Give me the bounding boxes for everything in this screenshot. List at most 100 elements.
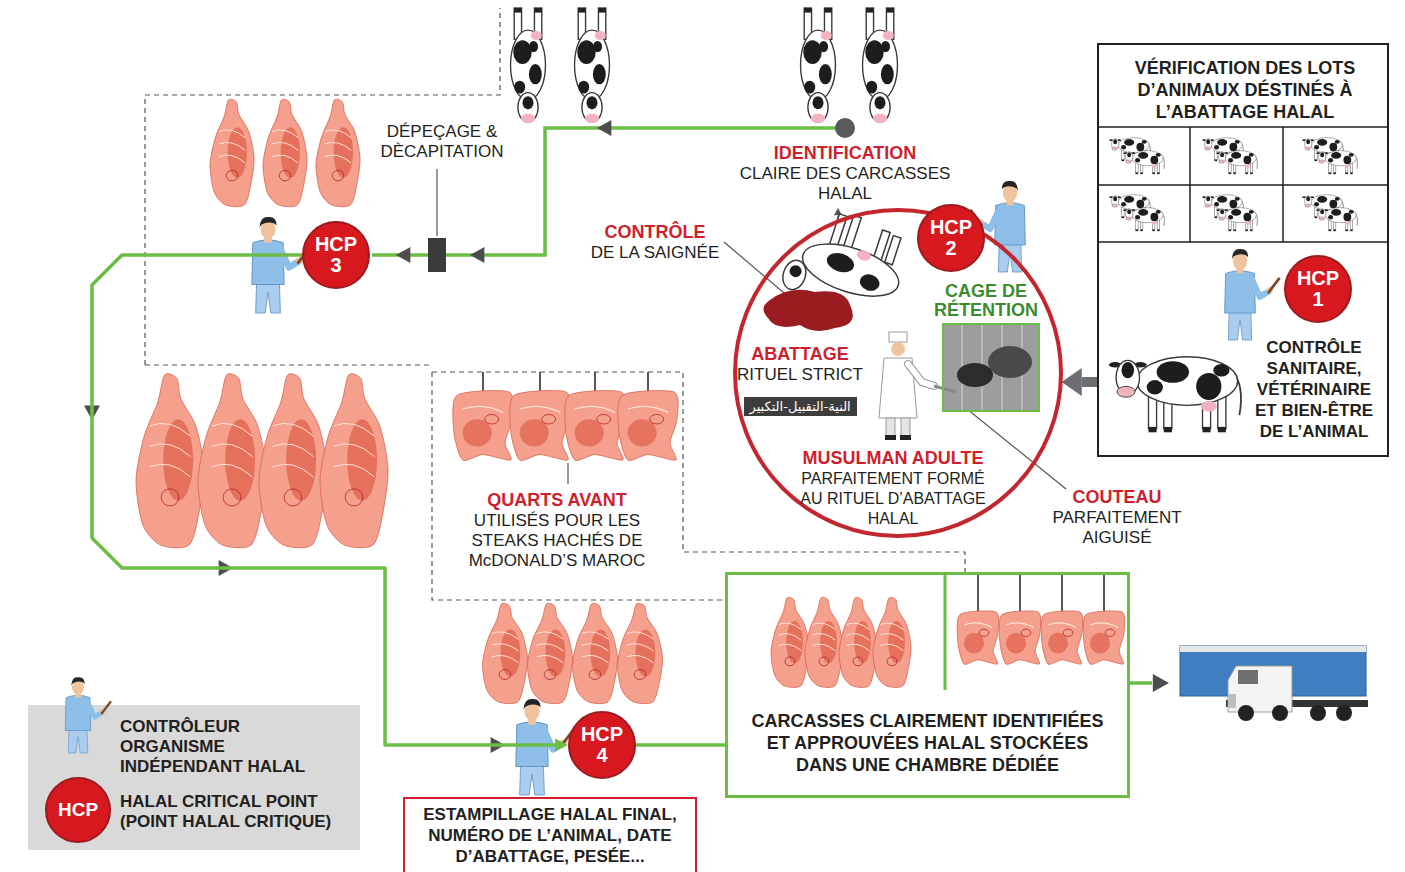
carcass-rib [779, 644, 802, 651]
cow-patch [1150, 213, 1158, 221]
cow-head-patch [1206, 196, 1210, 201]
meat-carcass [617, 603, 662, 703]
quarter-stamp [485, 414, 499, 424]
carcass-rib [847, 623, 870, 630]
carcass-body [805, 597, 843, 687]
cow-patch [1217, 196, 1227, 203]
node-text: CAGE DE RÉTENTION [930, 282, 1042, 320]
cow-head [1112, 196, 1119, 207]
cow-head [1219, 209, 1226, 220]
label-slot: HCP [48, 799, 108, 821]
label-slot: IDENTIFICATION [735, 142, 955, 164]
cow-patch [1214, 145, 1219, 149]
cow-udder [856, 249, 872, 263]
cow-udder [595, 31, 606, 40]
cow-patch [1317, 139, 1327, 146]
ritual-words-box: النية-التقبيل-التكبير [744, 397, 857, 416]
node-text: CONTRÔLE SANITAIRE, VÉTÉRINAIRE ET BIEN-… [1249, 337, 1379, 442]
cow-hoof [1229, 172, 1232, 174]
text-slot: RITUEL STRICT [725, 365, 875, 385]
carcass-rib [881, 623, 904, 630]
cow-muzzle [1219, 160, 1225, 163]
cow-patch [865, 40, 883, 64]
cow-patch [1147, 380, 1163, 394]
quarter-fat [964, 623, 992, 628]
node-text: PARFAITEMENT FORMÉ AU RITUEL D’ABATTAGE … [793, 469, 993, 529]
carcass-stamp [544, 670, 556, 680]
cow-patch [1124, 196, 1134, 203]
hcp-label: HCP 4 [576, 724, 628, 766]
meat-carcass [136, 374, 204, 548]
meat-carcass [210, 99, 254, 206]
carcass-rib [219, 142, 245, 150]
cow-patch [819, 41, 828, 52]
cow-hoof [598, 8, 605, 13]
cow-hoof [1229, 229, 1232, 231]
group-outline [145, 364, 432, 365]
cow-udder [1245, 164, 1250, 167]
cow-hoof [1122, 159, 1125, 161]
grid-line [1098, 127, 1388, 242]
label-text: PARFAITEMENT AIGUISÉ [1047, 508, 1187, 548]
quarter-fat [1006, 623, 1034, 628]
carcass-lean [347, 419, 377, 501]
text-slot: CAGE DE RÉTENTION [930, 282, 1042, 320]
carcass-rib [212, 464, 253, 477]
cow [1109, 357, 1241, 433]
carcass-stamp [499, 670, 511, 680]
hcp-disc [303, 222, 369, 288]
meat-carcass [572, 603, 617, 703]
carcass-rib [582, 655, 609, 662]
flow-arrowhead [396, 247, 410, 263]
cow-hoof [1218, 427, 1226, 432]
hanging-cow [511, 8, 546, 123]
truck-window [1238, 670, 1258, 684]
carcass-rib [212, 444, 253, 457]
quarter-fat [1090, 623, 1118, 628]
cow-hoof [1215, 216, 1218, 218]
cow-hoof [1345, 229, 1348, 231]
cow-head-patch [812, 96, 823, 109]
cow-head-patch [1206, 139, 1210, 144]
cow-head [1205, 196, 1212, 207]
cow-udder [1152, 221, 1157, 224]
cow-muzzle [1112, 147, 1118, 150]
cow-head-patch [1113, 139, 1117, 144]
figure-hair [71, 677, 85, 685]
cow-patch [1229, 200, 1237, 208]
meat-carcass [527, 603, 572, 703]
cow-patch [1235, 197, 1240, 201]
caged-cow-head [957, 363, 993, 387]
meat-carcass [198, 374, 266, 548]
text-slot: MUSULMAN ADULTE [783, 447, 1003, 469]
butcher-boot [900, 435, 911, 440]
room-divider [944, 575, 947, 690]
cow-hoof [804, 8, 811, 13]
meat-carcass [320, 374, 388, 548]
cow-hoof [1350, 172, 1353, 174]
flow-arrowhead [1153, 674, 1169, 692]
cow-head [870, 93, 890, 122]
carcass-rib [150, 464, 191, 477]
cow-patch [1121, 145, 1126, 149]
truck-trailer-top [1180, 646, 1366, 652]
cow-udder [1245, 221, 1250, 224]
truck-wheel [1336, 705, 1352, 721]
cow-muzzle [1319, 160, 1325, 163]
carcass-body [617, 603, 662, 703]
butcher-leg [886, 418, 895, 436]
cow-patch [819, 64, 832, 84]
label-text: IDENTIFICATION [735, 142, 955, 164]
cow-patch [1124, 139, 1134, 146]
cow-patch [1228, 215, 1233, 219]
cow-body [1225, 208, 1256, 223]
carcass-rib [273, 464, 314, 477]
cow-head [1112, 139, 1119, 150]
cow-leg [885, 236, 901, 265]
cow-head [1305, 139, 1312, 150]
legend-text: HALAL CRITICAL POINT (POINT HALAL CRITIQ… [120, 792, 355, 832]
cow-patch [1138, 152, 1148, 159]
meat-quarter [453, 372, 513, 460]
cow-patch [1150, 156, 1158, 164]
truck-cab [1228, 666, 1292, 712]
